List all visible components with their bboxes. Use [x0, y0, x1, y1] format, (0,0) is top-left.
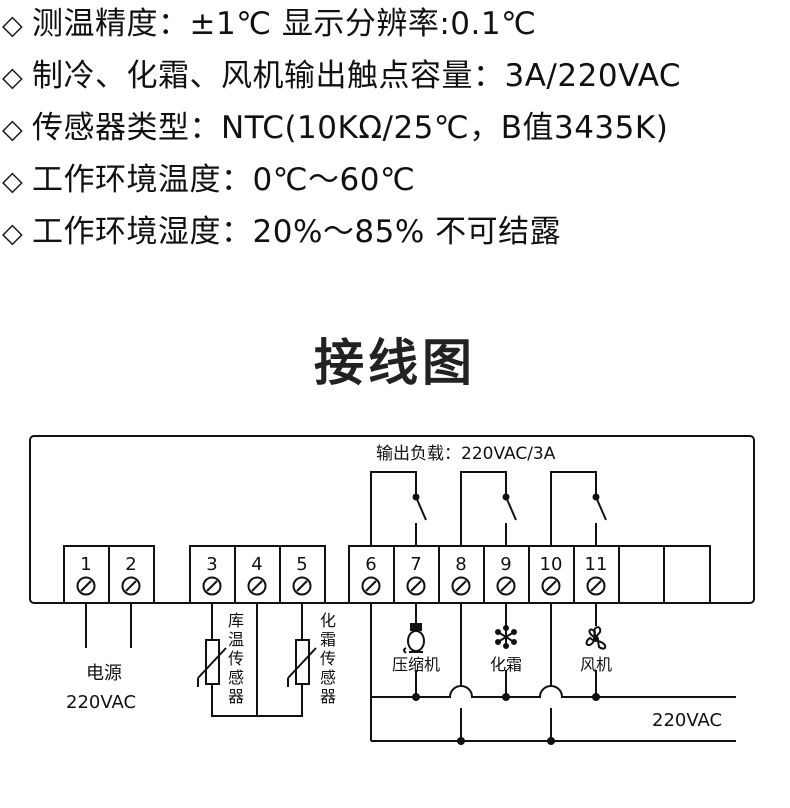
spec-sensor-type: ◇ 传感器类型：NTC(10KΩ/25℃，B值3435K): [2, 104, 788, 156]
spec-accuracy-text: 测温精度：±1℃ 显示分辨率:0.1℃: [32, 6, 537, 42]
terminal-number: 11: [585, 554, 608, 575]
power-leads: [85, 603, 132, 648]
room-sensor-char: 器: [228, 687, 244, 706]
spec-contact-capacity: ◇ 制冷、化霜、风机输出触点容量：3A/220VAC: [2, 52, 788, 104]
diagram-title: 接线图: [314, 334, 476, 392]
sensor-wiring: [197, 603, 317, 717]
terminal-number: 10: [540, 554, 563, 575]
room-sensor-char: 感: [228, 668, 244, 687]
spec-temperature-text: 工作环境温度：0℃～60℃: [32, 162, 416, 198]
terminal-number: 3: [206, 554, 217, 575]
diamond-bullet-icon: ◇: [2, 114, 24, 145]
spec-temperature: ◇ 工作环境温度：0℃～60℃: [2, 156, 788, 208]
spec-list: ◇ 测温精度：±1℃ 显示分辨率:0.1℃ ◇ 制冷、化霜、风机输出触点容量：3A/…: [2, 0, 788, 260]
defrost-sensor-char: 传: [320, 649, 336, 668]
fan-label: 风机: [580, 655, 612, 674]
terminal-number: 8: [455, 554, 466, 575]
terminal-number: 4: [251, 554, 262, 575]
spec-sensor-type-text: 传感器类型：NTC(10KΩ/25℃，B值3435K): [32, 110, 669, 146]
diamond-bullet-icon: ◇: [2, 218, 24, 249]
power-label: 电源: [86, 663, 122, 684]
defrost-sensor-char: 霜: [320, 630, 336, 649]
defrost-sensor-char: 感: [320, 668, 336, 687]
spec-humidity: ◇ 工作环境湿度：20%～85% 不可结露: [2, 208, 788, 260]
output-load-label: 输出负载：220VAC/3A: [376, 444, 556, 464]
spec-contact-capacity-text: 制冷、化霜、风机输出触点容量：3A/220VAC: [32, 58, 682, 94]
room-sensor-char: 库: [228, 611, 244, 630]
terminal-block-power: [63, 545, 155, 604]
compressor-label: 压缩机: [392, 655, 440, 674]
terminal-number: 9: [500, 554, 511, 575]
diamond-bullet-icon: ◇: [2, 166, 24, 197]
terminal-number: 6: [365, 554, 376, 575]
fan-icon: [585, 626, 607, 650]
terminal-number: 2: [125, 554, 136, 575]
terminal-number: 7: [410, 554, 421, 575]
terminal-number: 5: [296, 554, 307, 575]
terminal-number: 1: [80, 554, 91, 575]
room-sensor-char: 传: [228, 649, 244, 668]
room-sensor-label: 库 温 传 感 器: [228, 611, 244, 706]
spec-accuracy: ◇ 测温精度：±1℃ 显示分辨率:0.1℃: [2, 0, 788, 52]
snowflake-icon: [495, 625, 517, 649]
room-sensor-char: 温: [228, 630, 244, 649]
supply-voltage-label: 220VAC: [652, 710, 722, 731]
power-voltage-label: 220VAC: [66, 692, 136, 713]
diamond-bullet-icon: ◇: [2, 62, 24, 93]
junction-dots: [412, 693, 600, 745]
spec-humidity-text: 工作环境湿度：20%～85% 不可结露: [32, 214, 562, 250]
defrost-sensor-char: 器: [320, 687, 336, 706]
relay-contacts: [370, 471, 607, 546]
diamond-bullet-icon: ◇: [2, 10, 24, 41]
defrost-sensor-label: 化 霜 传 感 器: [320, 611, 336, 706]
compressor-icon: [403, 623, 425, 654]
defrost-label: 化霜: [490, 655, 522, 674]
terminal-block-outputs: [348, 545, 711, 604]
defrost-sensor-char: 化: [320, 611, 336, 630]
